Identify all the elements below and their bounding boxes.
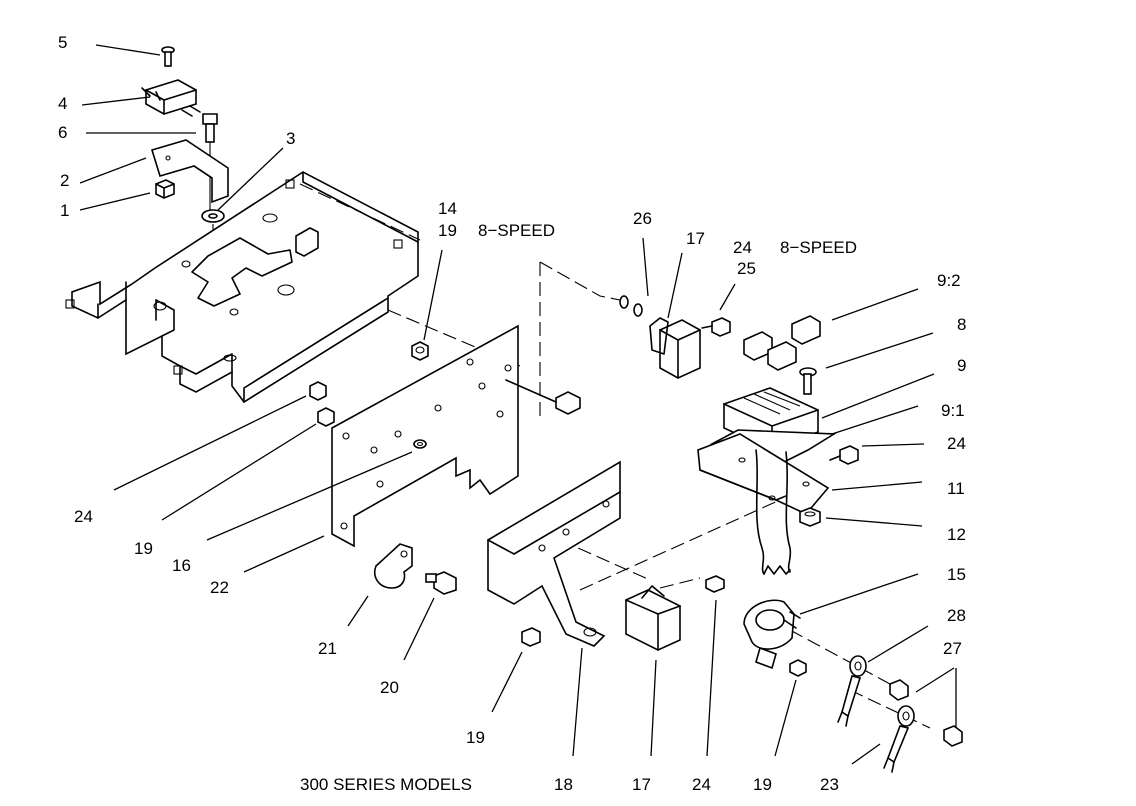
bolt-part-24-lower — [705, 575, 725, 593]
washer-part-26 — [619, 295, 643, 317]
terminal-part-28 — [837, 655, 867, 727]
bracket-part-18 — [487, 460, 621, 647]
nut-part-12 — [799, 507, 821, 527]
label-1: 1 — [60, 201, 69, 220]
relay-part-17-upper — [649, 317, 701, 379]
clip-part-21 — [374, 543, 413, 589]
label-25: 25 — [737, 259, 756, 278]
label-12: 12 — [947, 525, 966, 544]
label-3: 3 — [286, 129, 295, 148]
label-22: 22 — [210, 578, 229, 597]
nut-part-1 — [155, 179, 175, 199]
label-20: 20 — [380, 678, 399, 697]
label-4: 4 — [58, 94, 67, 113]
label-28: 28 — [947, 606, 966, 625]
label-14: 14 — [438, 199, 457, 218]
assembly-lines — [299, 183, 931, 729]
terminal-part-23 — [883, 705, 915, 773]
switch-part-4 — [141, 79, 201, 117]
leader-lines — [79, 44, 957, 765]
label-2: 2 — [60, 171, 69, 190]
label-19-bottom-right: 19 — [753, 775, 772, 794]
label-19-top: 19 — [438, 221, 457, 240]
bracket-part-2 — [150, 139, 229, 204]
bolt-part-24-right — [829, 445, 859, 465]
nut-part-14 — [411, 341, 429, 361]
nut-part-19-solenoid — [789, 659, 807, 677]
screw-part-8 — [799, 367, 817, 395]
nut-part-27 — [889, 679, 963, 747]
frame-plate — [65, 171, 419, 404]
label-24-right: 24 — [947, 434, 966, 453]
label-9-1: 9:1 — [941, 401, 965, 420]
label-11: 11 — [947, 479, 965, 498]
label-15: 15 — [947, 565, 966, 584]
label-8: 8 — [957, 315, 966, 334]
label-21: 21 — [318, 639, 337, 658]
annotation-8-speed-right: 8−SPEED — [780, 238, 857, 257]
wire-harness — [755, 449, 792, 575]
label-9: 9 — [957, 356, 966, 375]
label-23: 23 — [820, 775, 839, 794]
annotation-8-speed-left: 8−SPEED — [478, 221, 555, 240]
screw-part-5 — [161, 46, 175, 67]
label-18: 18 — [554, 775, 573, 794]
nut-part-19-bottom — [521, 627, 541, 647]
bolt-part-24-left — [309, 381, 335, 427]
relay-part-17-lower — [625, 585, 681, 651]
series-caption: 300 SERIES MODELS — [300, 775, 472, 794]
label-27: 27 — [943, 639, 962, 658]
parts-artwork — [65, 46, 963, 773]
callout-labels: 5 4 6 2 1 3 14 19 8−SPEED 26 17 24 8−SPE… — [58, 33, 966, 794]
label-24-top: 24 — [733, 238, 752, 257]
label-16: 16 — [172, 556, 191, 575]
label-19-left: 19 — [134, 539, 153, 558]
label-24-bottom: 24 — [692, 775, 711, 794]
label-24-left: 24 — [74, 507, 93, 526]
mounting-panel-22 — [331, 324, 519, 548]
label-19-bottom-left: 19 — [466, 728, 485, 747]
solenoid-part-15 — [743, 599, 801, 670]
label-6: 6 — [58, 123, 67, 142]
washer-part-16 — [413, 439, 427, 449]
label-17-bottom: 17 — [632, 775, 651, 794]
label-26: 26 — [633, 209, 652, 228]
bolt-part-20 — [425, 571, 457, 595]
label-17-top: 17 — [686, 229, 705, 248]
label-5: 5 — [58, 33, 67, 52]
label-9-2: 9:2 — [937, 271, 961, 290]
fuse-part-9-2 — [743, 315, 821, 371]
screw-part-25 — [701, 317, 731, 337]
bolt-part-19-right — [505, 379, 581, 415]
